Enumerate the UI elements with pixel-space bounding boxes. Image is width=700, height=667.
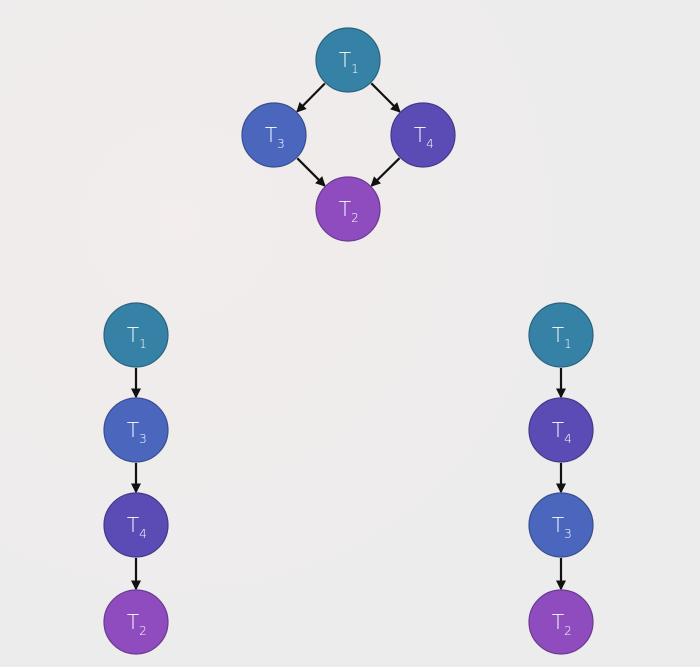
node-circle [103, 589, 169, 655]
edge-precedence-graph-t3-to-t2 [296, 157, 326, 187]
node-circle [241, 102, 307, 168]
node-subscript: 3 [139, 432, 147, 446]
node-subscript: 3 [564, 527, 572, 541]
node-circle [103, 492, 169, 558]
node-subscript: 4 [426, 137, 434, 151]
node-label: T [414, 123, 426, 147]
node-label: T [552, 610, 564, 634]
node-label: T [339, 48, 351, 72]
edge-precedence-graph-t4-to-t2 [370, 157, 401, 187]
edge-precedence-graph-t1-to-t4 [370, 82, 401, 113]
node-subscript: 2 [351, 211, 359, 225]
node-subscript: 2 [139, 624, 147, 638]
node-subscript: 1 [564, 337, 572, 351]
node-label: T [552, 323, 564, 347]
node-circle [528, 589, 594, 655]
node-circle [103, 302, 169, 368]
edges-layer [131, 82, 566, 591]
node-circle [528, 492, 594, 558]
node-circle [315, 176, 381, 242]
node-label: T [265, 123, 277, 147]
node-label: T [127, 513, 139, 537]
node-label: T [552, 418, 564, 442]
edge-precedence-graph-t1-to-t3 [296, 82, 326, 113]
node-circle [315, 27, 381, 93]
node-subscript: 3 [277, 137, 285, 151]
node-circle [390, 102, 456, 168]
node-subscript: 2 [564, 624, 572, 638]
node-subscript: 4 [139, 527, 147, 541]
node-circle [528, 302, 594, 368]
node-label: T [339, 197, 351, 221]
node-label: T [552, 513, 564, 537]
node-circle [103, 397, 169, 463]
node-label: T [127, 418, 139, 442]
node-circle [528, 397, 594, 463]
node-subscript: 1 [351, 62, 359, 76]
node-subscript: 1 [139, 337, 147, 351]
node-label: T [127, 610, 139, 634]
node-subscript: 4 [564, 432, 572, 446]
node-label: T [127, 323, 139, 347]
